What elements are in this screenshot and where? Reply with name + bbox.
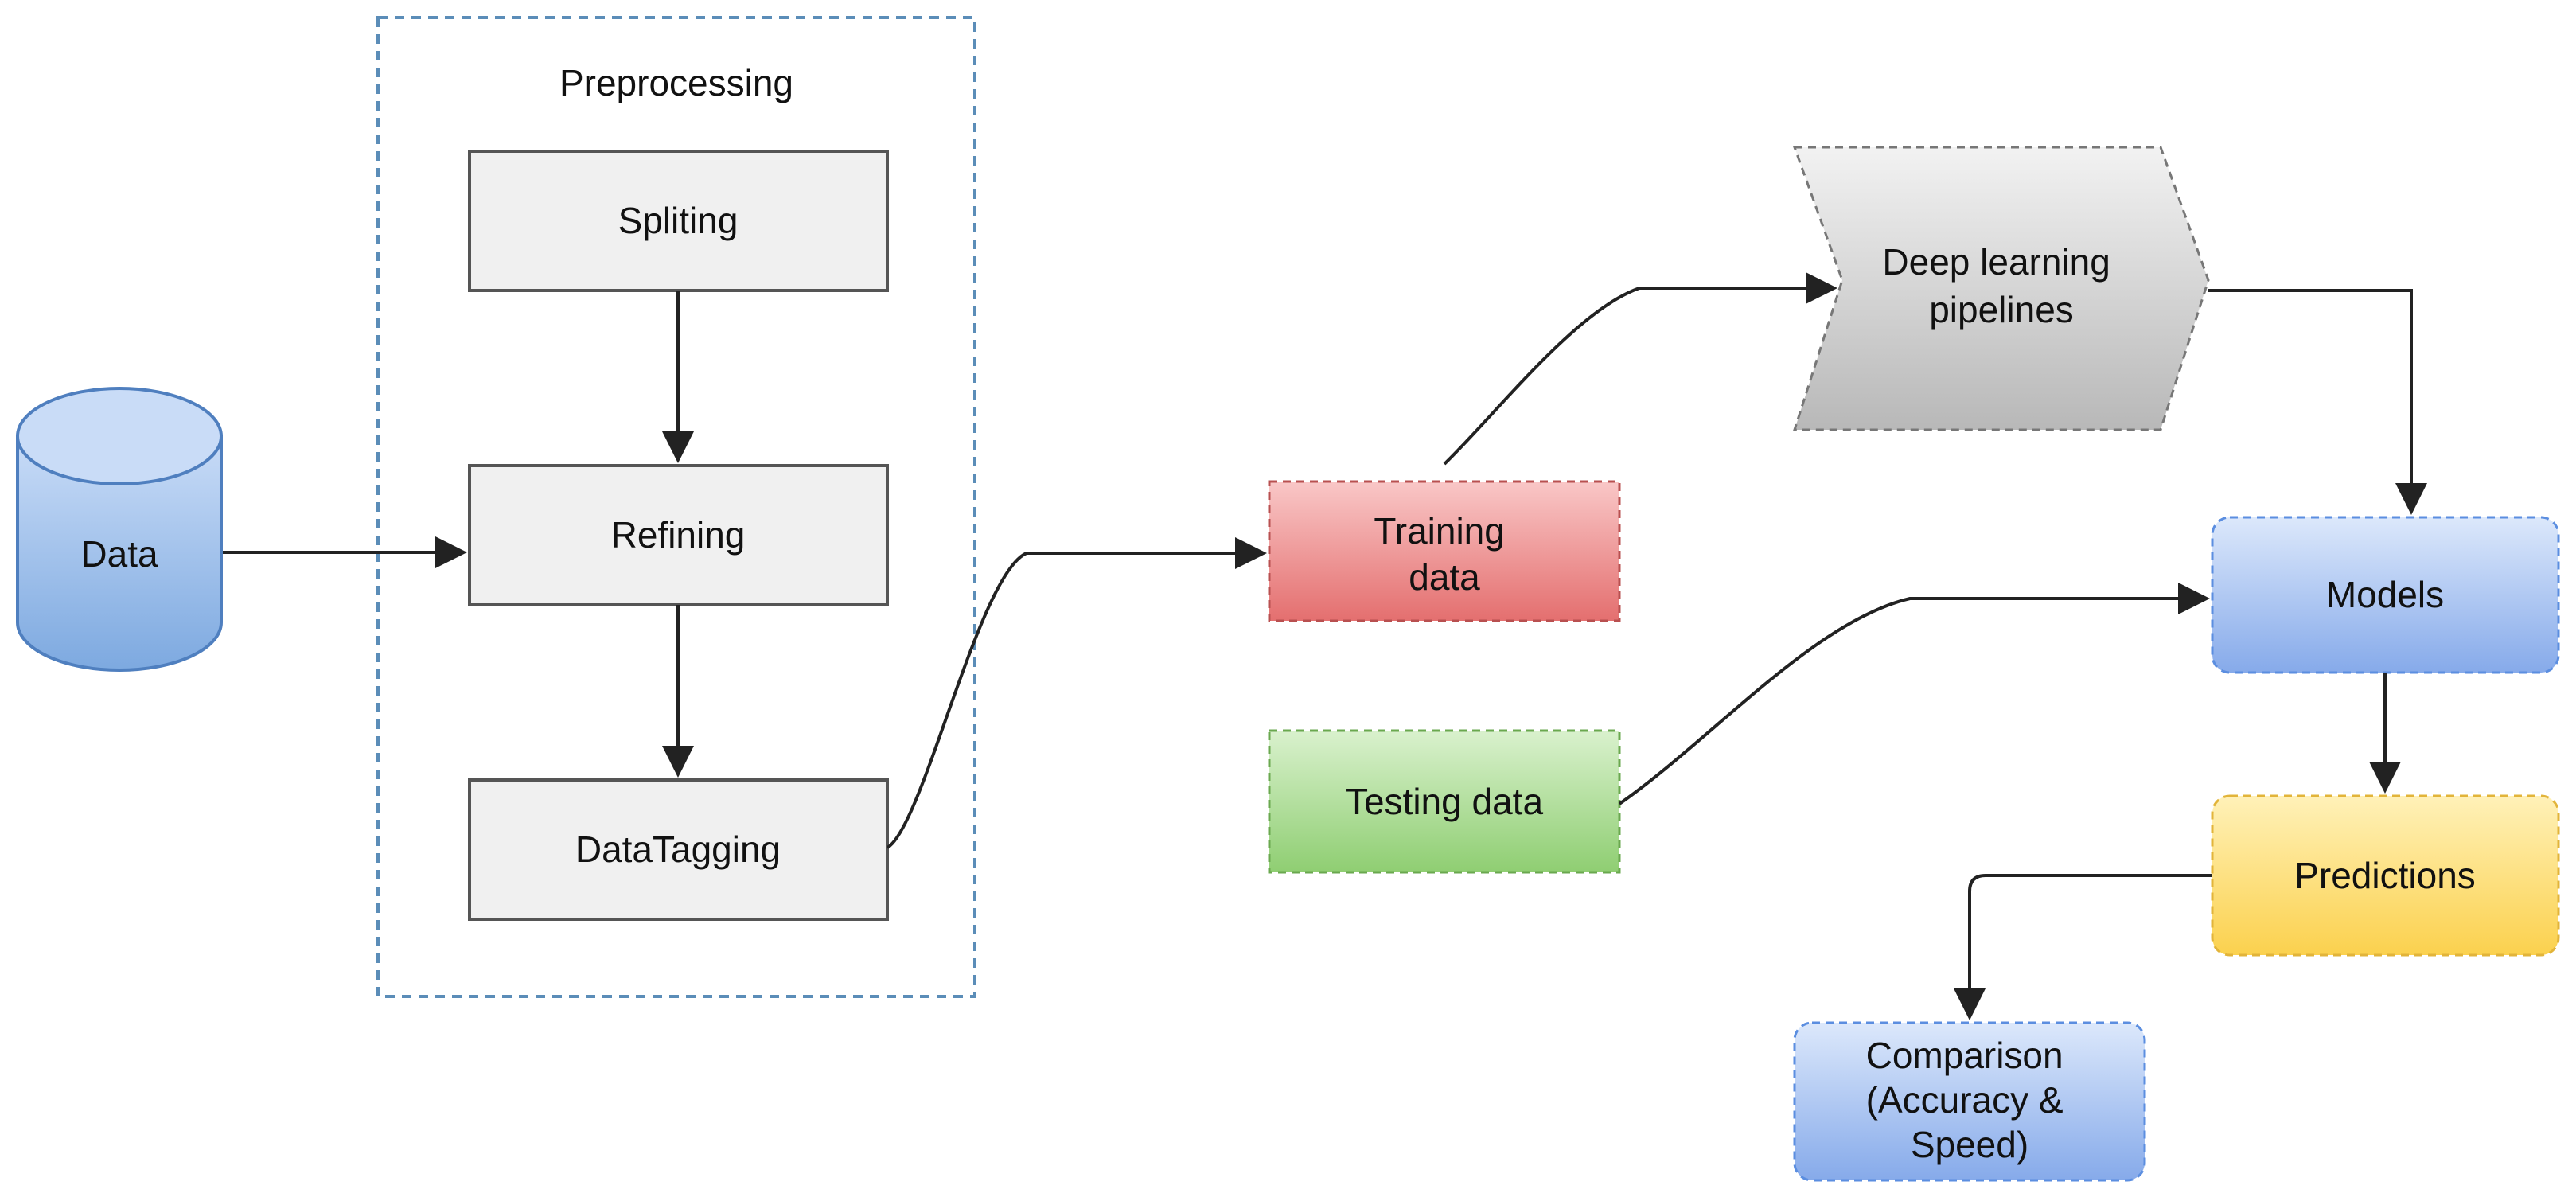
comparison-line3: Speed) [1911,1124,2028,1165]
edge-training-to-deep-learning [1443,272,1837,466]
data-node: Data [16,387,223,672]
deep-learning-line1: Deep learning [1882,241,2110,283]
comparison-line1: Comparison [1866,1035,2064,1076]
models-node: Models [2211,516,2560,674]
predictions-label: Predictions [2294,855,2476,896]
preprocessing-title: Preprocessing [559,62,793,103]
comparison-line2: (Accuracy & [1866,1079,2064,1121]
spliting-label: Spliting [618,200,739,241]
training-data-label: Training data [1374,510,1514,598]
spliting-node: Spliting [468,150,889,292]
datatagging-label: DataTagging [575,829,781,870]
edges [223,272,2427,1020]
deep-learning-line2: pipelines [1929,289,2074,330]
comparison-node: Comparison (Accuracy & Speed) [1793,1021,2146,1182]
training-data-node: Training data [1268,480,1621,622]
edge-deep-learning-to-models [2208,289,2427,515]
refining-label: Refining [611,514,746,556]
data-label: Data [80,533,158,575]
training-data-line1: Training [1374,510,1504,552]
refining-node: Refining [468,464,889,606]
preprocessing-group [376,16,976,998]
deep-learning-label: Deep learning pipelines [1882,241,2120,330]
training-data-line2: data [1409,556,1480,598]
edge-datatagging-to-training [886,537,1267,849]
edge-testing-to-models [1618,583,2210,805]
models-label: Models [2326,574,2444,615]
predictions-node: Predictions [2211,794,2560,957]
data-cylinder-body [16,435,223,672]
datatagging-node: DataTagging [468,778,889,921]
testing-data-label: Testing data [1346,781,1543,822]
data-cylinder-top [16,387,223,485]
edge-predictions-to-comparison [1954,874,2212,1020]
deep-learning-node: Deep learning pipelines [1792,146,2210,431]
testing-data-node: Testing data [1268,729,1621,874]
comparison-label: Comparison (Accuracy & Speed) [1866,1035,2074,1165]
